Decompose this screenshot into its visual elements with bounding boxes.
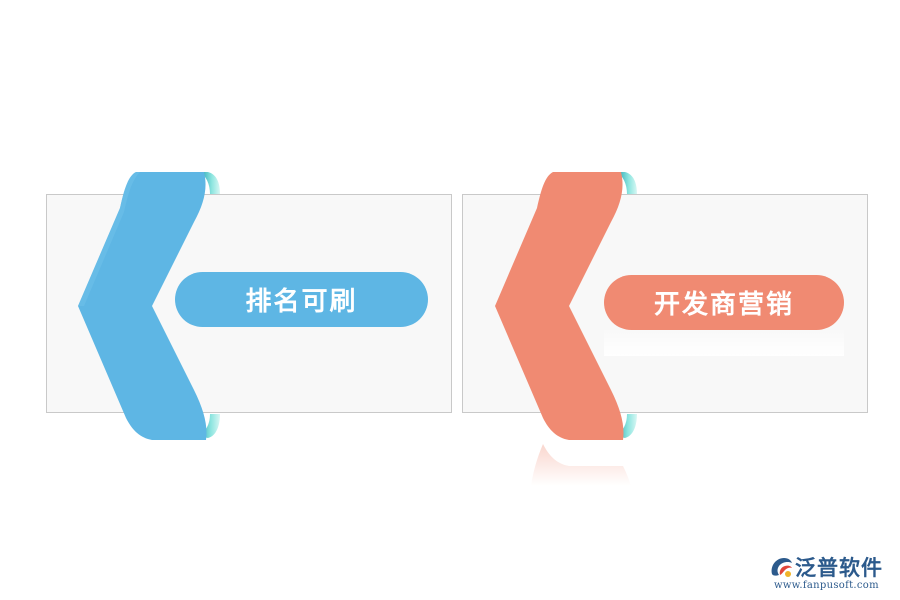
right-ribbon-bottom-fold — [615, 414, 637, 438]
brand-logo: 泛普软件 www.fanpusoft.com — [768, 552, 896, 598]
left-ribbon-bottom-fold — [198, 414, 220, 438]
right-label-text: 开发商营销 — [653, 290, 794, 320]
left-label-text: 排名可刷 — [245, 287, 358, 317]
right-label-pill: 开发商营销 — [604, 275, 844, 330]
brand-url: www.fanpusoft.com — [774, 580, 879, 591]
right-ribbon-top-fold — [617, 172, 637, 194]
right-ribbon-reflection — [531, 444, 631, 486]
right-ribbon-arrow — [495, 172, 637, 486]
fanpu-logo-icon — [771, 558, 792, 577]
left-ribbon-arrow — [78, 172, 220, 440]
brand-name: 泛普软件 — [795, 556, 883, 580]
left-ribbon-top-fold — [200, 172, 220, 194]
right-ribbon-body — [495, 172, 624, 440]
left-label-pill: 排名可刷 — [175, 272, 428, 327]
